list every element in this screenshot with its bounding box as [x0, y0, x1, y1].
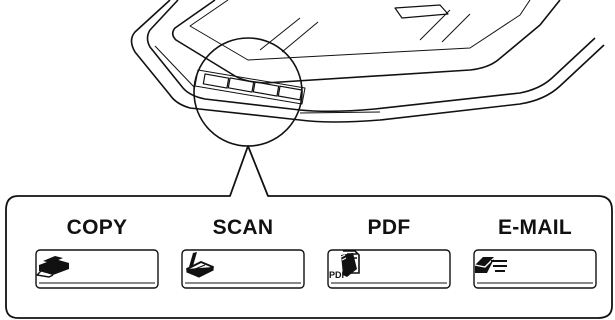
- email-icon: [474, 256, 507, 273]
- pdf-label: PDF: [367, 216, 411, 239]
- copy-button[interactable]: [35, 249, 159, 289]
- pdf-icon: PDF: [329, 250, 360, 279]
- copy-icon: [35, 256, 69, 278]
- pdf-button[interactable]: PDF: [327, 249, 451, 289]
- email-label: E-MAIL: [497, 216, 573, 239]
- copy-label: COPY: [66, 216, 128, 239]
- scan-icon: [186, 252, 214, 278]
- pdf-icon-text: PDF: [329, 270, 348, 279]
- copy-button-frame: [35, 249, 159, 289]
- scan-label: SCAN: [212, 216, 274, 239]
- scan-button-frame: [181, 249, 305, 289]
- email-button[interactable]: [473, 249, 597, 289]
- scanner-body: [130, 0, 605, 123]
- scan-button[interactable]: [181, 249, 305, 289]
- magnifier-circle: [193, 37, 303, 147]
- email-button-frame: [473, 249, 597, 289]
